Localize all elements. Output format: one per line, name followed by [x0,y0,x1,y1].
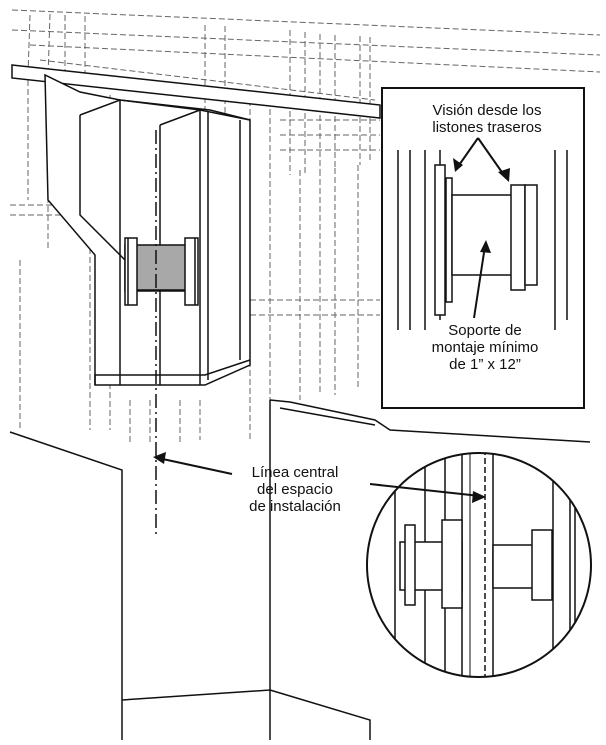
mounting-bracket-main [124,237,199,306]
centerline-label: Línea central del espacio de instalación [230,464,360,515]
bracket-label: Soporte de montaje mínimo de 1” x 12” [400,322,570,373]
centerline-label-line-1: Línea central [251,464,339,481]
bracket-label-line-1: Soporte de [448,322,522,339]
lower-cabinets [9,399,591,740]
ceiling-framing [10,9,601,445]
bracket-label-line-2: montaje mínimo [431,339,539,356]
centerline-label-line-3: de instalación [249,498,341,515]
inset-title-label: Visión desde los listones traseros [400,102,574,136]
ceiling-beam [11,64,381,119]
bracket-label-line-3: de 1” x 12” [449,356,521,373]
hood-chimney [44,73,251,386]
arrowheads [153,158,510,503]
centerline-label-line-2: del espacio [257,481,333,498]
inset-title-line-2: listones traseros [432,119,542,136]
inset-title-line-1: Visión desde los [432,102,542,119]
detail-circle [366,452,592,678]
